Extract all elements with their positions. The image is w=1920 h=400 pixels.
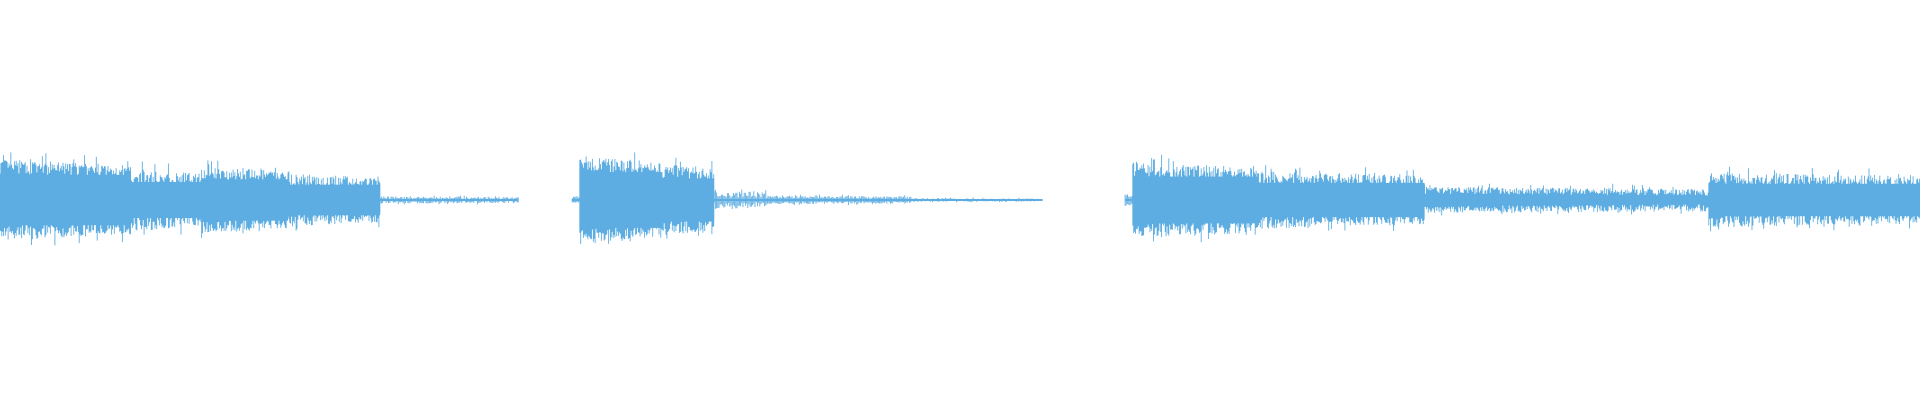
waveform-segment — [287, 171, 381, 231]
waveform-segment — [1708, 166, 1920, 232]
waveform-segment — [767, 194, 912, 205]
waveform-segment — [1257, 165, 1425, 231]
waveform-segment — [661, 157, 715, 239]
waveform-segment — [201, 160, 289, 238]
waveform-segment — [0, 152, 131, 246]
waveform-segment — [1424, 183, 1709, 216]
waveform-segment — [911, 197, 1043, 203]
waveform-segment — [571, 196, 580, 203]
waveform-segment — [130, 161, 202, 235]
waveform-segment — [1124, 194, 1133, 206]
waveform-segment — [579, 152, 663, 244]
waveform-segment — [379, 195, 519, 205]
waveform-segment — [713, 189, 768, 210]
waveform-segment — [1132, 154, 1258, 243]
